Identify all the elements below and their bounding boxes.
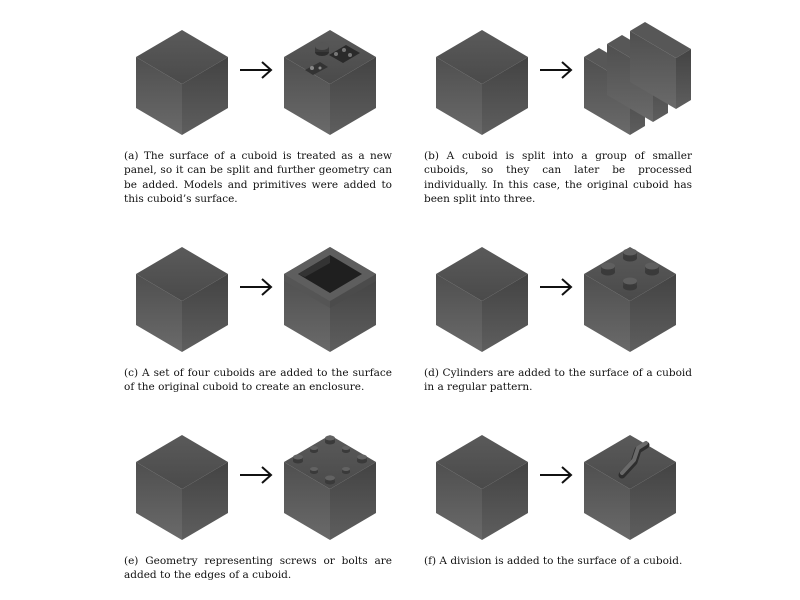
arrow-icon: [239, 466, 272, 484]
arrow-icon: [539, 278, 572, 296]
figure-d-caption: (d) Cylinders are added to the surface o…: [424, 367, 692, 394]
figure-d-image: [424, 232, 714, 367]
figure-a-caption: (a) The surface of a cuboid is treated a…: [124, 150, 392, 206]
figure-e-caption: (e) Geometry representing screws or bolt…: [124, 555, 392, 582]
arrow-icon: [239, 278, 272, 296]
division-ridge: [618, 441, 650, 479]
enclosure-walls: [284, 247, 376, 308]
arrow-icon: [239, 61, 272, 79]
arrow-icon: [539, 61, 572, 79]
figure-b-image: [424, 10, 714, 145]
figure-c-image: [124, 232, 414, 367]
figure-f-caption: (f) A division is added to the surface o…: [424, 555, 683, 567]
figure-f-image: [424, 420, 714, 555]
figure-a-image: [124, 10, 414, 145]
surface-details: [305, 42, 360, 75]
figure-c-caption: (c) A set of four cuboids are added to t…: [124, 367, 392, 394]
arrow-icon: [539, 466, 572, 484]
figure-b-caption: (b) A cuboid is split into a group of sm…: [424, 150, 692, 206]
bolts: [293, 435, 367, 485]
figure-e-image: [124, 420, 414, 555]
split-cuboids: [584, 22, 691, 135]
cylinders: [601, 248, 659, 291]
